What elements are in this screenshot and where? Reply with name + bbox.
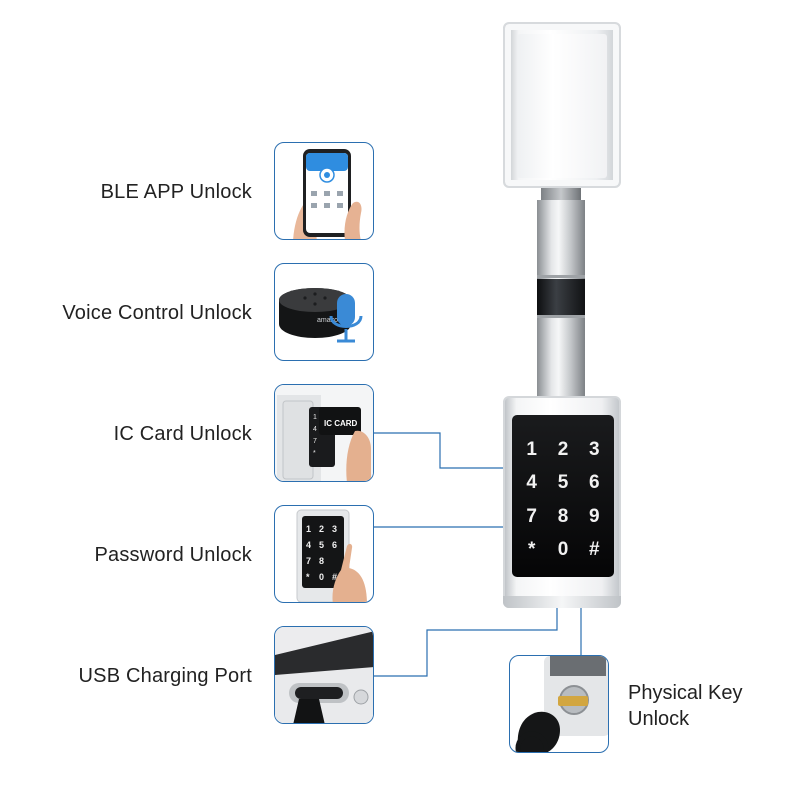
smart-speaker-icon: amazon bbox=[279, 288, 351, 338]
svg-text:8: 8 bbox=[319, 556, 324, 566]
svg-text:*: * bbox=[313, 450, 316, 457]
svg-text:7: 7 bbox=[313, 438, 317, 445]
physical-key-unlock-card bbox=[509, 655, 609, 753]
svg-text:2: 2 bbox=[319, 524, 324, 534]
ic-card-text: IC CARD bbox=[324, 419, 358, 428]
keypad-key[interactable]: 3 bbox=[589, 438, 600, 460]
ic-card-unlock-card: 1 4 7 * IC CARD bbox=[274, 384, 374, 482]
lock-top-knob bbox=[503, 22, 621, 188]
lock-neck bbox=[541, 188, 581, 202]
keypad-key[interactable]: 5 bbox=[557, 472, 569, 494]
physical-key-label-line1: Physical Key bbox=[628, 682, 743, 704]
svg-text:6: 6 bbox=[332, 540, 337, 550]
keypad-key[interactable]: 8 bbox=[557, 505, 569, 527]
ic-card-icon: 1 4 7 * IC CARD bbox=[275, 385, 373, 481]
usb-port-icon bbox=[275, 627, 373, 723]
svg-text:0: 0 bbox=[319, 572, 324, 582]
lock-cam-band bbox=[537, 279, 585, 315]
svg-text:4: 4 bbox=[313, 426, 317, 433]
keypad-key[interactable]: 7 bbox=[526, 505, 537, 527]
ic-card-unlock-label: IC Card Unlock bbox=[113, 423, 252, 445]
keypad-key[interactable]: 2 bbox=[557, 438, 569, 460]
physical-key-unlock-label: Physical Key Unlock bbox=[628, 680, 743, 732]
svg-text:5: 5 bbox=[319, 540, 324, 550]
keypad-key[interactable]: * bbox=[527, 539, 536, 561]
svg-text:1: 1 bbox=[306, 524, 311, 534]
physical-key-label-line2: Unlock bbox=[628, 708, 690, 730]
ble-app-unlock-card bbox=[274, 142, 374, 240]
keypad-key[interactable]: # bbox=[589, 539, 600, 561]
lock-body-foot bbox=[503, 596, 621, 608]
usb-charging-port-label: USB Charging Port bbox=[78, 665, 252, 687]
usb-charging-port-card bbox=[274, 626, 374, 724]
voice-control-unlock-card: amazon bbox=[274, 263, 374, 361]
microphone-icon bbox=[329, 294, 363, 343]
svg-text:1: 1 bbox=[313, 414, 317, 421]
speaker-brand-text: amazon bbox=[317, 317, 342, 324]
keypad-key[interactable]: 0 bbox=[557, 539, 569, 561]
keypad-key[interactable]: 1 bbox=[526, 438, 537, 460]
svg-text:#: # bbox=[332, 572, 337, 582]
svg-text:4: 4 bbox=[306, 540, 311, 550]
svg-text:*: * bbox=[306, 572, 310, 582]
keypad-key[interactable]: 6 bbox=[589, 472, 600, 494]
voice-control-unlock-label: Voice Control Unlock bbox=[62, 302, 252, 324]
ble-app-unlock-label: BLE APP Unlock bbox=[100, 181, 252, 203]
physical-key-icon bbox=[515, 656, 608, 752]
keypad-key[interactable]: 4 bbox=[526, 472, 537, 494]
lock-keypad: 1 2 3 4 5 6 7 8 9 * 0 # bbox=[512, 415, 614, 577]
svg-text:3: 3 bbox=[332, 524, 337, 534]
phone-app-icon bbox=[293, 149, 362, 239]
password-unlock-label: Password Unlock bbox=[94, 544, 252, 566]
svg-text:7: 7 bbox=[306, 556, 311, 566]
keypad-key[interactable]: 9 bbox=[589, 505, 600, 527]
